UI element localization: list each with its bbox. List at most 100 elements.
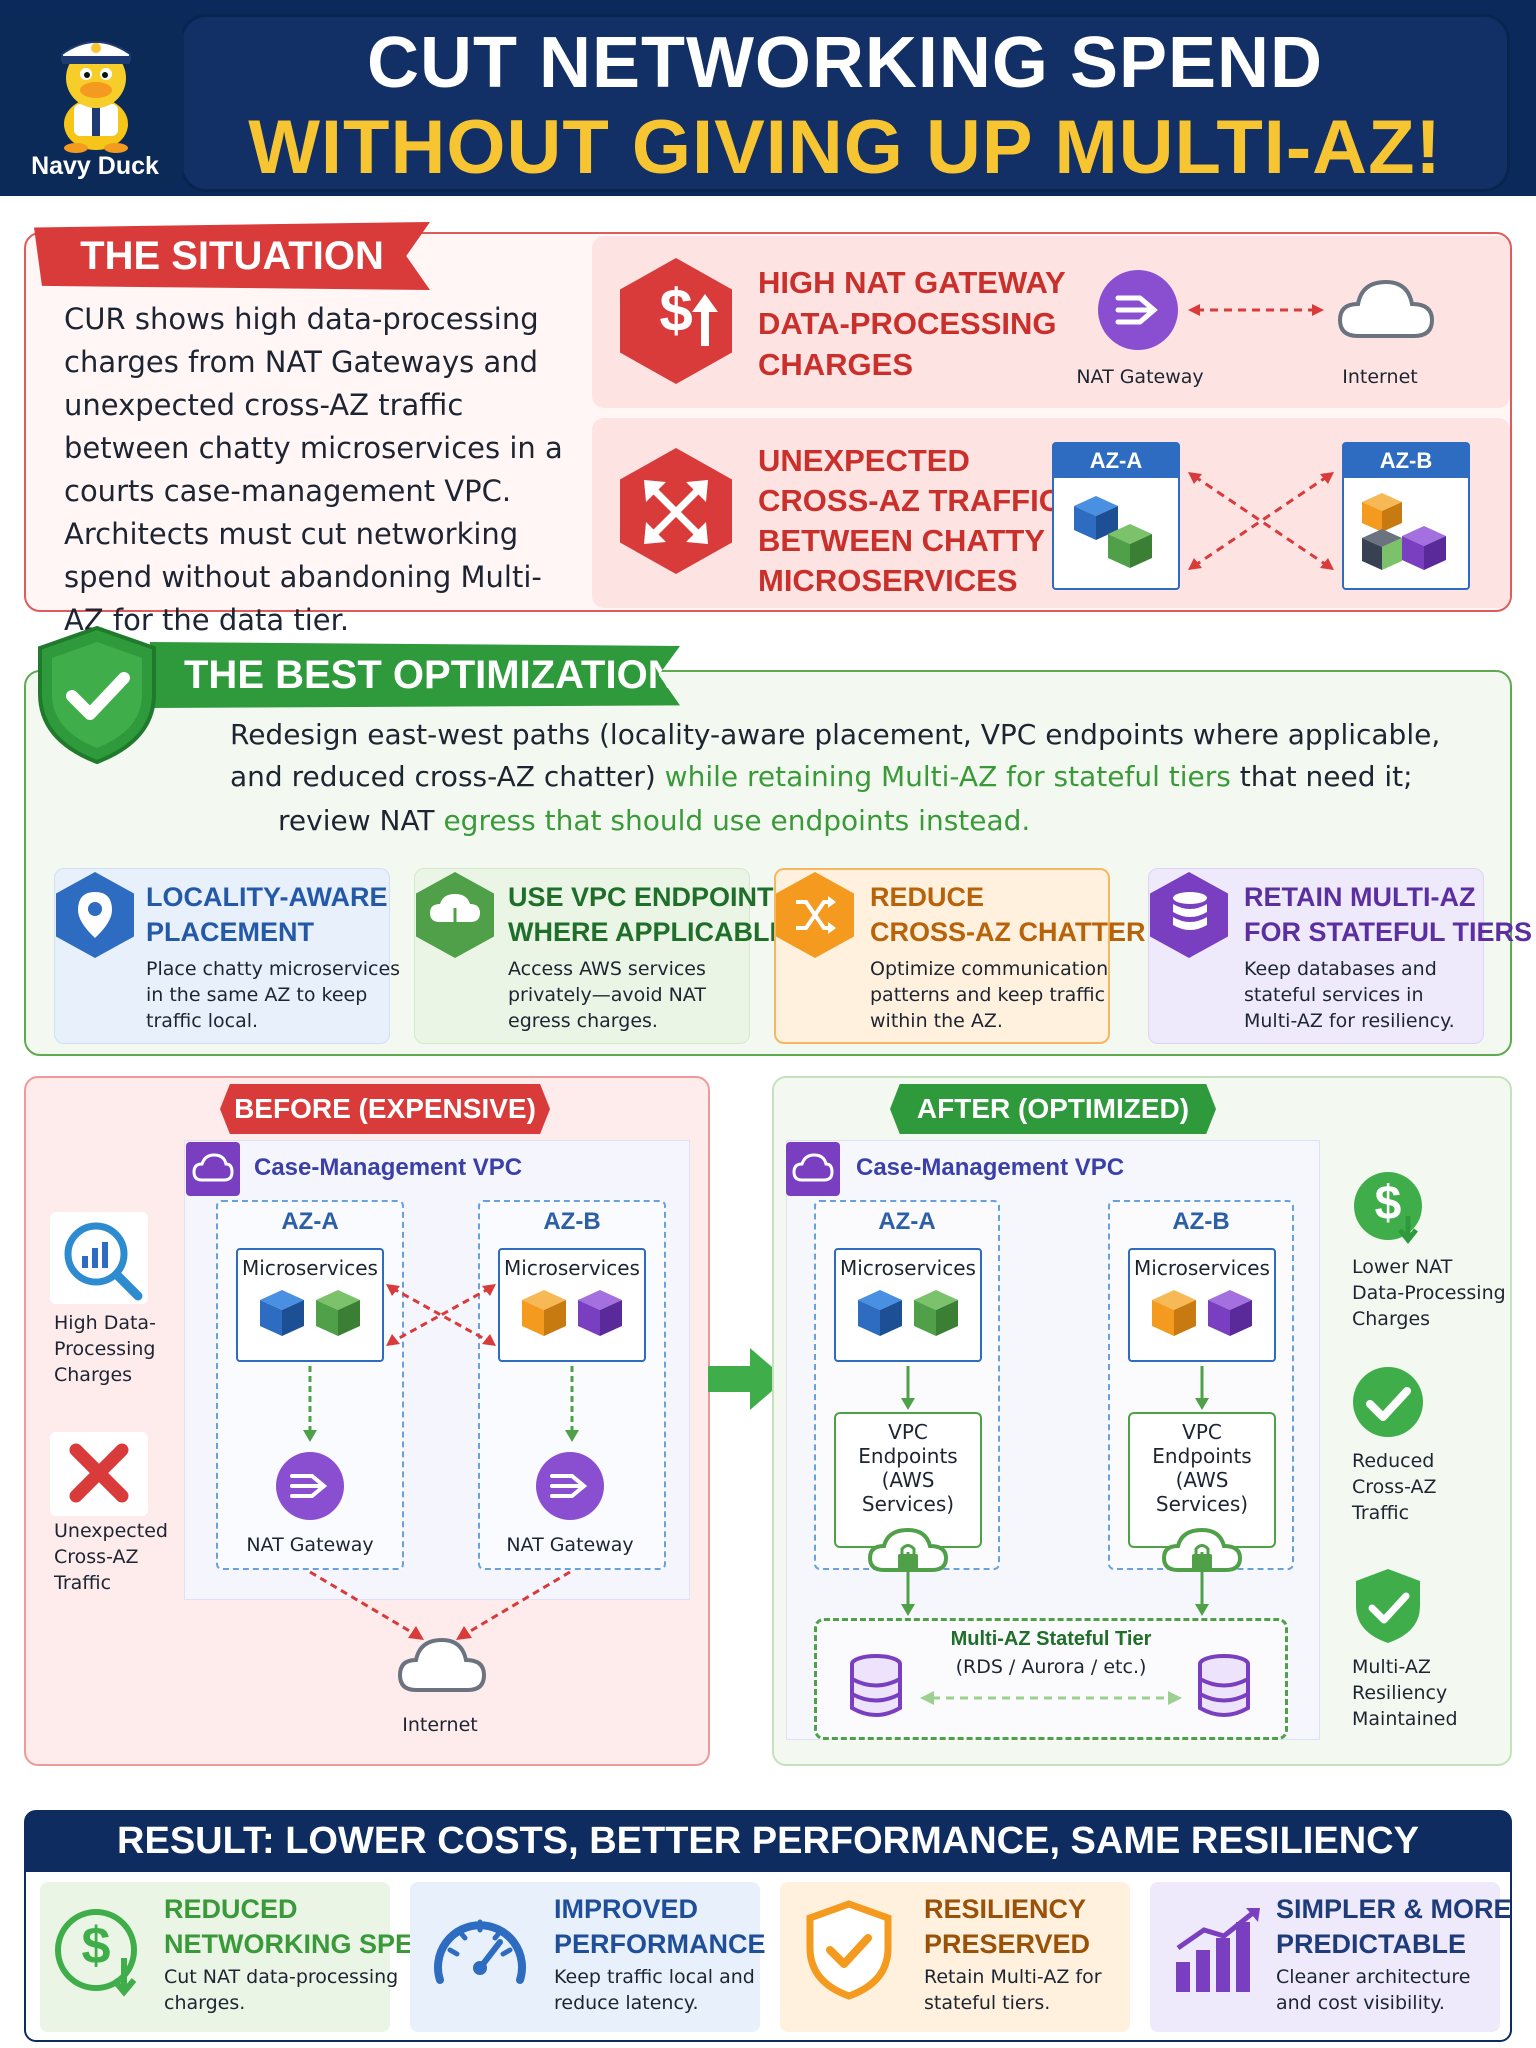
situation-heading: THE SITUATION bbox=[34, 222, 430, 290]
result-banner bbox=[24, 1810, 1512, 1872]
vpc-endpoints-desc-line-3: egress charges. bbox=[508, 1010, 658, 1032]
best-optimization-heading: THE BEST OPTIMIZATION bbox=[150, 642, 680, 708]
duck-mascot-icon bbox=[61, 41, 131, 153]
microservices-label: Microservices bbox=[1134, 1256, 1270, 1280]
microservice-cubes-icon bbox=[260, 1290, 360, 1336]
after-microservices-a: Microservices bbox=[834, 1248, 982, 1362]
dollar-up-icon bbox=[620, 258, 732, 384]
retain-multi-az-desc-line-2: stateful services in bbox=[1244, 984, 1424, 1006]
internet-cloud-icon bbox=[397, 1637, 487, 1692]
simpler-desc-line-1: Cleaner architecture bbox=[1276, 1966, 1471, 1988]
result-title: RESULT: LOWER COSTS, BETTER PERFORMANCE,… bbox=[117, 1820, 1419, 1862]
internet-cloud-icon bbox=[1337, 279, 1435, 338]
expand-arrows-icon bbox=[644, 480, 708, 544]
cross-az-heading-line-2: CROSS-AZ TRAFFIC bbox=[758, 483, 1062, 518]
improved-performance-head-line-2: PERFORMANCE bbox=[554, 1929, 766, 1959]
shuffle-glyph bbox=[796, 896, 836, 934]
dollar-symbol: $ bbox=[659, 277, 693, 344]
vpc-endpoints-sublabel: (AWS Services) bbox=[861, 1468, 955, 1516]
map-pin-glyph bbox=[78, 892, 112, 938]
check-circle-icon bbox=[1353, 1367, 1423, 1437]
dashed-arrow-icon bbox=[1188, 304, 1324, 316]
logo-text: Navy Duck bbox=[31, 152, 159, 180]
microservices-label: Microservices bbox=[242, 1256, 378, 1280]
nat-charges-heading-line-2: DATA-PROCESSING bbox=[758, 306, 1057, 341]
after-side-label-3-line-3: Maintained bbox=[1352, 1708, 1458, 1730]
database-icon bbox=[850, 1654, 902, 1717]
retain-multi-az-desc-line-1: Keep databases and bbox=[1244, 958, 1437, 980]
before-side-label-2-line-1: Unexpected bbox=[54, 1520, 168, 1542]
orange-check-shield-icon bbox=[806, 1900, 892, 2000]
best-text-part: that need it; bbox=[1239, 760, 1413, 793]
before-vpc-title: Case-Management VPC bbox=[254, 1154, 523, 1181]
microservice-cubes-icon bbox=[1362, 493, 1446, 570]
vpc-endpoints-head-line-2: WHERE APPLICABLE bbox=[508, 917, 788, 947]
nat-charges-heading-line-3: CHARGES bbox=[758, 347, 914, 382]
speedometer-icon bbox=[434, 1919, 526, 1984]
improved-performance-card bbox=[410, 1882, 760, 2032]
resiliency-desc-line-1: Retain Multi-AZ for bbox=[924, 1966, 1102, 1988]
database-glyph bbox=[1173, 892, 1207, 930]
nat-gateway-label: NAT Gateway bbox=[1076, 366, 1204, 388]
improved-performance-head-line-1: IMPROVED bbox=[554, 1894, 699, 1924]
reduced-spend-desc-line-2: charges. bbox=[164, 1992, 246, 2014]
reduce-chatter-desc-line-3: within the AZ. bbox=[870, 1010, 1003, 1032]
dollar-down-icon bbox=[55, 1909, 137, 1997]
reduce-chatter-desc-line-1: Optimize communication bbox=[870, 958, 1109, 980]
growth-chart-icon bbox=[1176, 1908, 1260, 1992]
before-heading: BEFORE (EXPENSIVE) bbox=[220, 1084, 550, 1134]
az-a-box: AZ-A bbox=[1052, 442, 1180, 590]
cross-az-heading-line-4: MICROSERVICES bbox=[758, 563, 1018, 598]
dollar-symbol: $ bbox=[81, 1917, 111, 1975]
cross-az-heading-line-3: BETWEEN CHATTY bbox=[758, 523, 1046, 558]
before-microservices-a: Microservices bbox=[236, 1248, 384, 1362]
vpc-cloud-glyph bbox=[792, 1153, 834, 1182]
after-az-a-label: AZ-A bbox=[878, 1208, 936, 1235]
before-side-label-2-line-2: Cross-AZ bbox=[54, 1546, 139, 1568]
internet-label: Internet bbox=[402, 1714, 478, 1736]
down-arrow-icon bbox=[303, 1366, 317, 1442]
nat-gateway-icon bbox=[1098, 270, 1178, 350]
before-side-label-1-line-1: High Data- bbox=[54, 1312, 156, 1334]
vpc-endpoints-label: VPC Endpoints bbox=[1152, 1420, 1252, 1468]
down-arrow-icon bbox=[1195, 1366, 1209, 1410]
check-shield-icon bbox=[1356, 1569, 1420, 1643]
vpc-endpoints-desc-line-1: Access AWS services bbox=[508, 958, 706, 980]
nat-gateway-icon bbox=[536, 1452, 604, 1520]
locality-head-line-2: PLACEMENT bbox=[146, 917, 314, 947]
locality-desc-line-1: Place chatty microservices bbox=[146, 958, 401, 980]
microservice-cubes-icon bbox=[1074, 496, 1152, 568]
after-heading: AFTER (OPTIMIZED) bbox=[890, 1084, 1216, 1134]
improved-performance-desc-line-2: reduce latency. bbox=[554, 1992, 699, 2014]
reduce-chatter-head-line-2: CROSS-AZ CHATTER bbox=[870, 917, 1146, 947]
best-text-part: and reduced cross-AZ chatter) bbox=[230, 760, 656, 793]
after-side-label-1-line-2: Data-Processing bbox=[1352, 1282, 1506, 1304]
nat-gateway-icon bbox=[276, 1452, 344, 1520]
simpler-desc-line-2: and cost visibility. bbox=[1276, 1992, 1445, 2014]
nat-gateway-label: NAT Gateway bbox=[506, 1534, 634, 1556]
before-microservices-b: Microservices bbox=[498, 1248, 646, 1362]
internet-label: Internet bbox=[1342, 366, 1418, 388]
az-a-label: AZ-A bbox=[1054, 444, 1178, 478]
down-arrow-icon bbox=[901, 1552, 915, 1616]
az-b-box: AZ-B bbox=[1342, 442, 1470, 590]
after-side-label-3-line-1: Multi-AZ bbox=[1352, 1656, 1431, 1678]
best-text-part: review NAT bbox=[278, 804, 435, 837]
title-banner bbox=[180, 14, 1510, 192]
after-microservices-b: Microservices bbox=[1128, 1248, 1276, 1362]
best-text-line-3: review NAT egress that should use endpoi… bbox=[278, 804, 1478, 837]
after-side-label-2-line-2: Cross-AZ bbox=[1352, 1476, 1437, 1498]
before-side-label-2-line-3: Traffic bbox=[54, 1572, 112, 1594]
page-title-line-1: CUT NETWORKING SPEND bbox=[367, 23, 1323, 103]
resiliency-desc-line-2: stateful tiers. bbox=[924, 1992, 1051, 2014]
microservices-label: Microservices bbox=[504, 1256, 640, 1280]
reduced-spend-desc-line-1: Cut NAT data-processing bbox=[164, 1966, 399, 1988]
az-b-label: AZ-B bbox=[1344, 444, 1468, 478]
after-vpc-endpoints-b: VPC Endpoints (AWS Services) bbox=[1128, 1412, 1276, 1572]
check-shield-icon bbox=[38, 625, 156, 765]
before-az-b-label: AZ-B bbox=[543, 1208, 601, 1235]
reduced-spend-card bbox=[40, 1882, 390, 2032]
stateful-tier-title: Multi-AZ Stateful Tier bbox=[950, 1628, 1152, 1650]
reduced-spend-head-line-1: REDUCED bbox=[164, 1894, 298, 1924]
before-side-label-1-line-2: Processing bbox=[54, 1338, 156, 1360]
